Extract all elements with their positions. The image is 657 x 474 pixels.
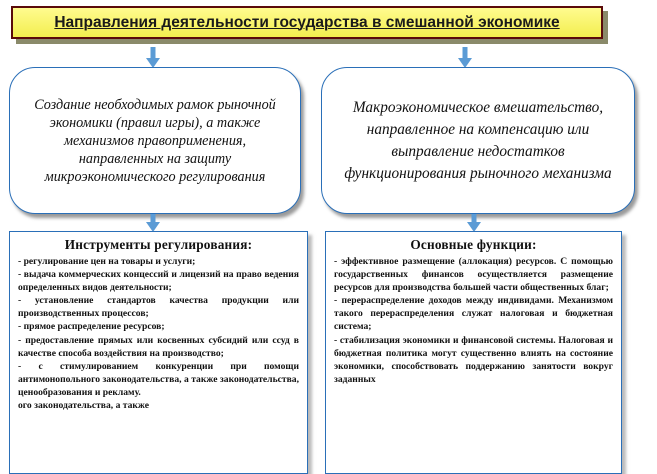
diagram-title: Направления деятельности государства в с… xyxy=(11,6,603,39)
list-item: - перераспределение доходов между индиви… xyxy=(334,295,613,333)
functions-heading: Основные функции: xyxy=(410,237,537,252)
list-item: - регулирование цен на товары и услуги; xyxy=(18,256,196,267)
left-direction-text: Создание необходимых рамок рыночной экон… xyxy=(34,96,276,185)
list-item: - с стимулированием конкуренции при помо… xyxy=(18,360,299,398)
arrow-left-box-to-panel xyxy=(146,214,160,232)
list-item: - предоставление прямых или косвенных су… xyxy=(18,334,299,359)
instruments-panel: Инструменты регулирования: - регулирован… xyxy=(9,231,308,474)
list-item: ого законодательства, а также xyxy=(18,400,150,412)
left-direction-box: Создание необходимых рамок рыночной экон… xyxy=(9,67,301,214)
right-direction-text: Макроэкономическое вмешательство, направ… xyxy=(344,98,612,182)
list-item: - выдача коммерческих концессий и лиценз… xyxy=(18,269,299,294)
list-item: - эффективное размещение (аллокация) рес… xyxy=(334,256,613,294)
arrow-title-to-right-box xyxy=(458,47,472,68)
list-item: - прямое распределение ресурсов; xyxy=(18,321,165,333)
arrow-title-to-left-box xyxy=(146,47,160,68)
instruments-heading: Инструменты регулирования: xyxy=(64,237,253,252)
list-item: - стабилизация экономики и финансовой си… xyxy=(334,334,613,385)
arrow-right-box-to-panel xyxy=(467,214,481,232)
list-item: - установление стандартов качества проду… xyxy=(18,295,299,320)
functions-panel: Основные функции: - эффективное размещен… xyxy=(325,231,622,474)
right-direction-box: Макроэкономическое вмешательство, направ… xyxy=(321,67,635,214)
